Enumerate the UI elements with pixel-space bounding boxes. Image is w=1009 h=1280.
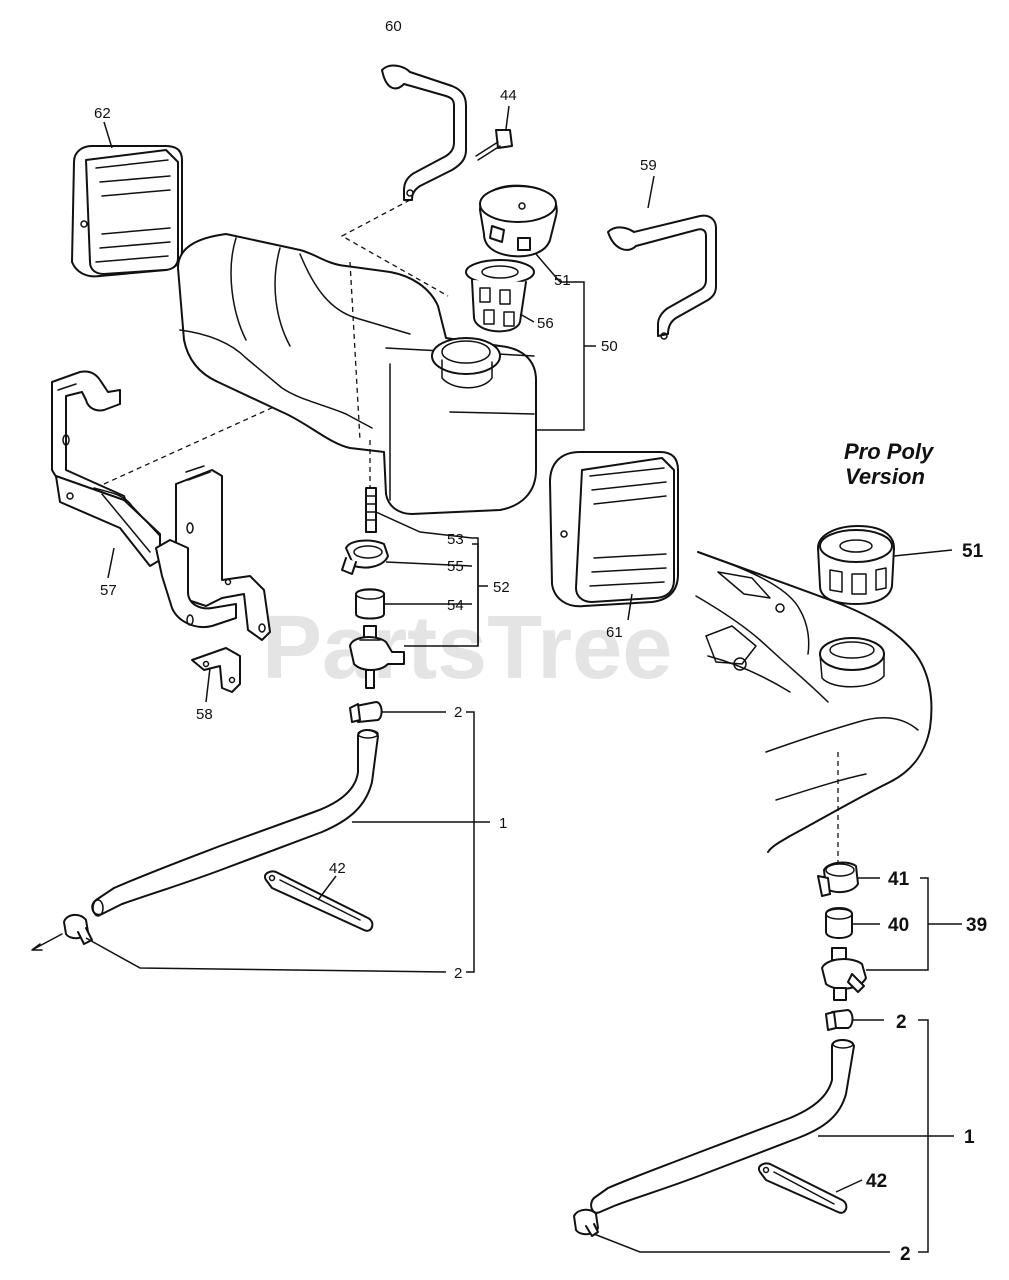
callout-60: 60 — [385, 18, 402, 35]
leader-56 — [519, 313, 535, 323]
leader-57 — [107, 547, 115, 579]
leader-61 — [627, 593, 633, 621]
callout-55: 55 — [447, 558, 464, 575]
leader-44 — [505, 105, 510, 130]
leader-51-main — [535, 253, 561, 283]
fuel-strainer-56 — [465, 259, 535, 333]
callout-61: 61 — [606, 624, 623, 641]
callout-42-poly: 42 — [866, 1171, 887, 1192]
tank-pad-61 — [549, 451, 679, 608]
callout-2-main-top: 2 — [454, 704, 462, 721]
fuel-cap-51 — [479, 184, 558, 258]
bracket-52 — [472, 537, 479, 646]
fuel-hose-40 — [825, 907, 853, 939]
callout-56: 56 — [537, 315, 554, 332]
pro-poly-tank — [695, 551, 933, 853]
callout-58: 58 — [196, 706, 213, 723]
callout-44: 44 — [500, 87, 517, 104]
hose-clamp-41 — [817, 861, 859, 897]
hose-clamp-2-poly-top — [825, 1009, 854, 1031]
callout-40: 40 — [888, 915, 909, 936]
bolt-44 — [475, 129, 513, 161]
fitting-53 — [365, 487, 377, 533]
hose-clamp-55 — [341, 539, 389, 575]
callout-54: 54 — [447, 597, 464, 614]
fuel-line-1-poly — [590, 1039, 855, 1214]
callout-51-main: 51 — [554, 272, 571, 289]
callout-50: 50 — [601, 338, 618, 355]
callout-57: 57 — [100, 582, 117, 599]
callout-59: 59 — [640, 157, 657, 174]
tank-strap-59 — [607, 214, 717, 340]
callout-2-poly-top: 2 — [896, 1012, 907, 1033]
callout-53: 53 — [447, 531, 464, 548]
leader-59 — [647, 175, 655, 209]
tie-strap-42-poly — [758, 1162, 848, 1214]
callout-2-poly-bottom: 2 — [900, 1244, 911, 1265]
partstree-watermark: PartsTree ™ — [262, 598, 756, 698]
callout-51-poly: 51 — [962, 541, 984, 562]
callout-2-main-bottom: 2 — [454, 965, 462, 982]
bracket-2-main — [466, 711, 475, 973]
shutoff-valve-poly — [821, 947, 867, 1001]
bracket-57-guide-line — [103, 405, 277, 485]
shutoff-valve-main — [349, 625, 405, 689]
fuel-line-1-main — [91, 729, 379, 917]
tank-pad-62 — [71, 145, 183, 278]
leader-51-poly — [893, 549, 953, 557]
fuel-hose-54 — [355, 588, 385, 620]
leader-58 — [205, 667, 211, 703]
pro-poly-label-line1: Pro Poly — [844, 439, 935, 464]
leader-2-poly-bottom — [593, 1233, 890, 1253]
arrow-main — [31, 933, 63, 951]
tie-strap-42-main — [264, 870, 374, 932]
bracket-50 — [536, 281, 585, 431]
fuel-tank-main — [177, 233, 537, 515]
tank-strap-60 — [381, 64, 467, 201]
callout-1-main: 1 — [499, 815, 507, 832]
callout-1-poly: 1 — [964, 1127, 975, 1148]
strap-60-guide-line — [340, 199, 449, 297]
clip-58 — [191, 647, 241, 693]
callout-52: 52 — [493, 579, 510, 596]
leader-55 — [385, 561, 473, 567]
leader-42-poly — [835, 1179, 863, 1193]
fuel-cap-51-poly — [817, 525, 895, 605]
pro-poly-label-line2: Version — [845, 464, 925, 489]
leader-53 — [375, 511, 473, 539]
leader-42-main — [317, 875, 337, 901]
callout-62: 62 — [94, 105, 111, 122]
callout-42-main: 42 — [329, 860, 346, 877]
hose-clamp-2-main-top — [349, 701, 383, 723]
leader-62 — [103, 121, 113, 149]
callout-39: 39 — [966, 915, 987, 936]
watermark-text: PartsTree — [262, 598, 672, 698]
callout-41: 41 — [888, 869, 910, 890]
leader-2-main-bottom — [85, 937, 447, 973]
mounting-bracket-57 — [51, 370, 271, 641]
hose-clamp-2-poly-bottom — [573, 1208, 599, 1237]
